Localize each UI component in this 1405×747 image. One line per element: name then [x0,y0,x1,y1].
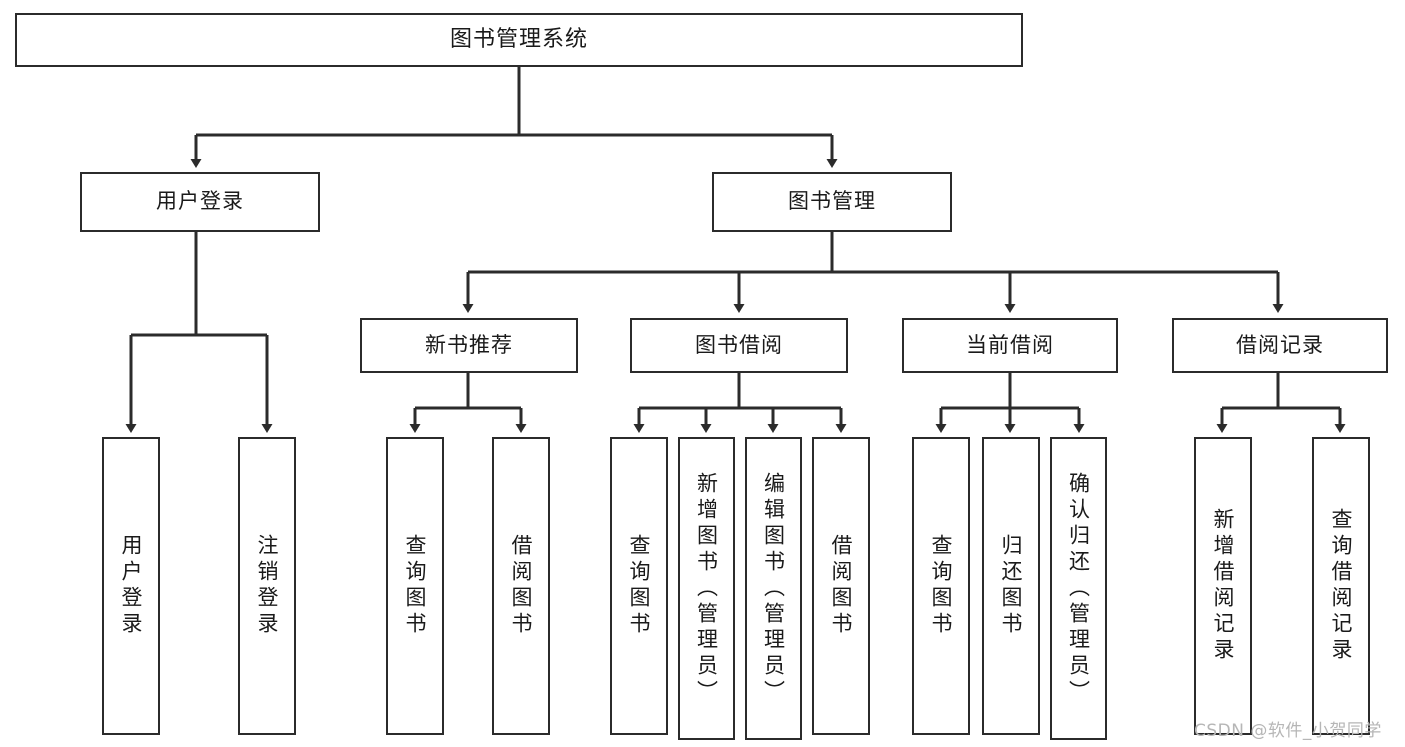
leaf-label: 新增图书（管理员） [694,471,719,706]
leaf-label: 查询借阅记录 [1329,508,1354,664]
leaf-label: 新增借阅记录 [1211,508,1236,664]
leaf-current-query-book[interactable]: 查询图书 [912,437,970,735]
leaf-label: 借阅图书 [509,534,534,638]
leaf-user-login-logout[interactable]: 注销登录 [238,437,296,735]
node-new-book-recommend[interactable]: 新书推荐 [360,318,578,373]
leaf-label: 用户登录 [119,534,144,638]
node-user-login[interactable]: 用户登录 [80,172,320,232]
leaf-recommend-borrow-book[interactable]: 借阅图书 [492,437,550,735]
node-root-system[interactable]: 图书管理系统 [15,13,1023,67]
leaf-current-return-book[interactable]: 归还图书 [982,437,1040,735]
leaf-label: 注销登录 [255,534,280,638]
leaf-borrow-borrow-book[interactable]: 借阅图书 [812,437,870,735]
leaf-borrow-edit-book-admin[interactable]: 编辑图书（管理员） [745,437,802,740]
leaf-label: 归还图书 [999,534,1024,638]
node-book-borrow[interactable]: 图书借阅 [630,318,848,373]
leaf-recommend-query-book[interactable]: 查询图书 [386,437,444,735]
node-borrow-record[interactable]: 借阅记录 [1172,318,1388,373]
leaf-label: 借阅图书 [829,534,854,638]
leaf-user-login-login[interactable]: 用户登录 [102,437,160,735]
leaf-borrow-query-book[interactable]: 查询图书 [610,437,668,735]
leaf-label: 查询图书 [403,534,428,638]
leaf-record-query-record[interactable]: 查询借阅记录 [1312,437,1370,735]
leaf-label: 查询图书 [929,534,954,638]
leaf-current-confirm-return-admin[interactable]: 确认归还（管理员） [1050,437,1107,740]
node-book-management[interactable]: 图书管理 [712,172,952,232]
csdn-watermark: CSDN @软件_小贺同学 [1194,721,1382,741]
leaf-borrow-add-book-admin[interactable]: 新增图书（管理员） [678,437,735,740]
leaf-label: 编辑图书（管理员） [761,471,786,706]
leaf-record-add-record[interactable]: 新增借阅记录 [1194,437,1252,735]
leaf-label: 确认归还（管理员） [1066,471,1091,706]
node-current-borrow[interactable]: 当前借阅 [902,318,1118,373]
leaf-label: 查询图书 [627,534,652,638]
